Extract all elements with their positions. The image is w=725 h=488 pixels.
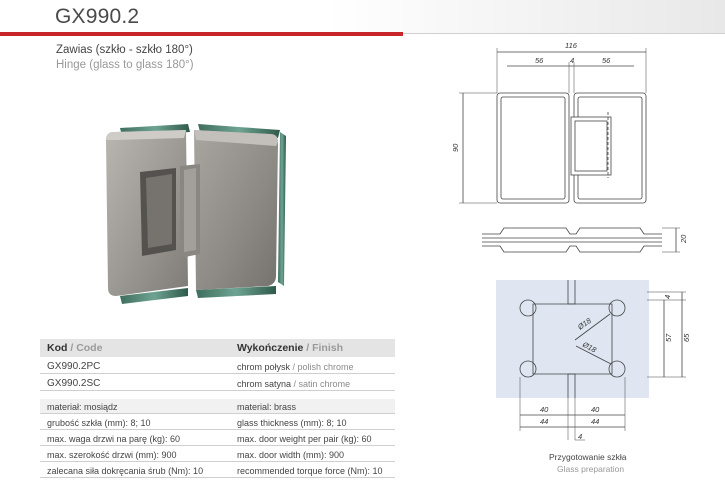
dim-right-width: 56 — [602, 56, 611, 65]
spec-row — [40, 462, 395, 478]
glass-prep-area — [496, 280, 649, 398]
dim-hole-inner-right: 40 — [591, 405, 600, 414]
dim-hole-inner-left: 40 — [540, 405, 549, 414]
spec-pl: max. szerokość drzwi (mm): 900 — [47, 450, 177, 460]
dim-gap-bottom: 4 — [578, 432, 582, 441]
dim-left-width: 56 — [535, 56, 544, 65]
spec-pl: zalecana siła dokręcania śrub (Nm): 10 — [47, 466, 204, 476]
front-view-left-leaf — [496, 92, 570, 204]
hole — [519, 299, 537, 317]
column-header-code: Kod / Code — [47, 342, 103, 354]
spec-en: max. door width (mm): 900 — [237, 450, 345, 460]
dim-thickness: 20 — [679, 234, 688, 244]
hole — [608, 360, 626, 378]
glass-prep-caption-pl: Przygotowanie szkła — [549, 452, 627, 462]
glass-prep-caption-en: Glass preparation — [557, 464, 625, 474]
spec-row — [40, 414, 395, 430]
hinge-photo — [106, 124, 286, 304]
variant-code: GX990.2SC — [47, 378, 101, 389]
table-row — [40, 357, 395, 374]
technical-drawing: 116 56 4 56 90 20 4 57 65 Ø18 Ø18 40 40 … — [451, 41, 691, 441]
spec-pl: grubość szkła (mm): 8; 10 — [47, 418, 151, 428]
spec-en: recommended torque force (Nm): 10 — [237, 466, 383, 476]
header-band — [0, 0, 725, 34]
spec-pl: materiał: mosiądz — [47, 402, 118, 412]
accent-rule — [0, 32, 403, 36]
product-code-title: GX990.2 — [55, 5, 140, 28]
dim-gap: 4 — [570, 56, 574, 65]
dim-total-width: 116 — [565, 41, 578, 50]
header-rule — [403, 33, 725, 34]
product-name-en: Hinge (glass to glass 180°) — [56, 59, 194, 71]
hole — [519, 360, 537, 378]
hole — [608, 299, 626, 317]
dim-hole-outer-left: 44 — [540, 417, 548, 426]
spec-row — [40, 430, 395, 446]
product-name-pl: Zawias (szkło - szkło 180°) — [56, 44, 193, 56]
variant-code: GX990.2PC — [47, 361, 101, 372]
dim-height: 90 — [451, 143, 460, 152]
variant-finish: chrom satyna / satin chrome — [237, 379, 351, 389]
spec-row — [40, 446, 395, 462]
dim-hole-outer-right: 44 — [591, 417, 599, 426]
column-header-finish: Wykończenie / Finish — [237, 342, 344, 354]
spec-en: material: brass — [237, 402, 297, 412]
spec-en: max. door weight per pair (kg): 60 — [237, 434, 372, 444]
dim-hole-offset: 4 — [663, 295, 672, 299]
dim-hole-span-b: 65 — [682, 333, 691, 342]
table-header-row — [40, 339, 395, 357]
spec-row — [40, 399, 395, 414]
table-row — [40, 374, 395, 391]
variant-finish: chrom połysk / polish chrome — [237, 362, 354, 372]
spec-en: glass thickness (mm): 8; 10 — [237, 418, 347, 428]
spec-pl: max. waga drzwi na parę (kg): 60 — [47, 434, 181, 444]
dim-hole-span-a: 57 — [664, 333, 673, 342]
